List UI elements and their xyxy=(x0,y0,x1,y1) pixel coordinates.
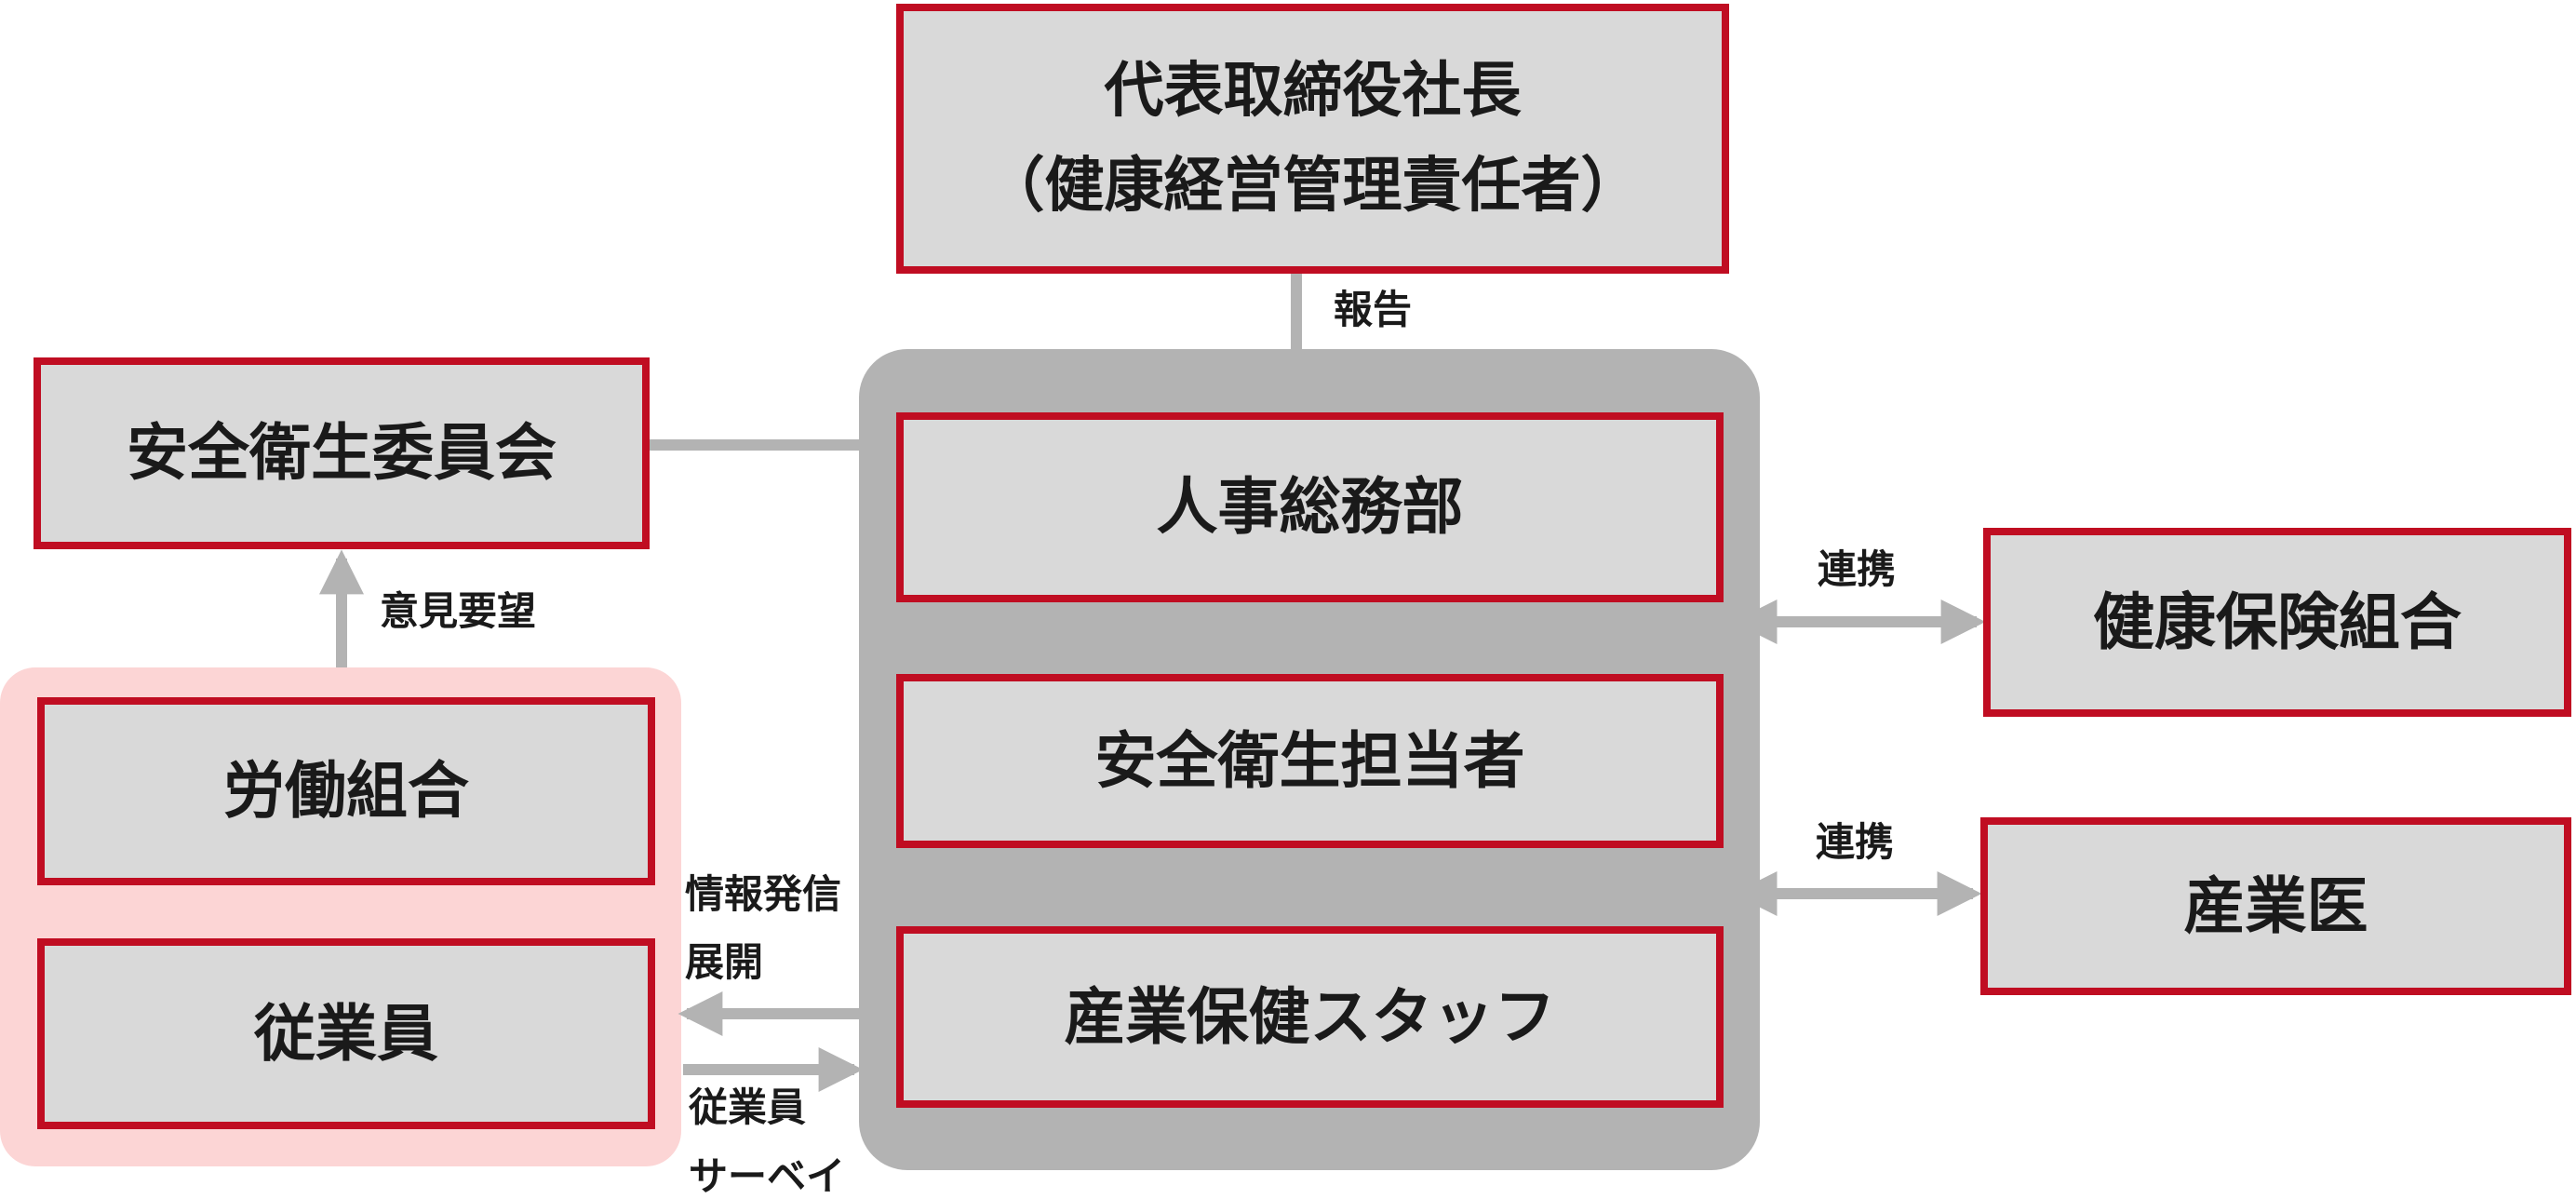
ceo-title: 代表取締役社長 xyxy=(1104,56,1522,126)
safety-officer-box: 安全衛生担当者 xyxy=(896,674,1724,848)
ceo-role: （健康経営管理責任者） xyxy=(985,152,1641,221)
industrial-doctor-label: 産業医 xyxy=(2183,869,2368,942)
safety-officer-label: 安全衛生担当者 xyxy=(1094,724,1525,797)
report-label: 報告 xyxy=(1334,287,1413,332)
employees-label: 従業員 xyxy=(254,997,438,1070)
ceo-box: 代表取締役社長 （健康経営管理責任者） xyxy=(896,4,1729,274)
industrial-doctor-box: 産業医 xyxy=(1980,817,2571,995)
info-dissemination-label: 情報発信 xyxy=(685,871,842,917)
safety-committee-label: 安全衛生委員会 xyxy=(127,417,557,490)
hr-general-affairs-label: 人事総務部 xyxy=(1156,471,1464,544)
health-staff-label: 産業保健スタッフ xyxy=(1064,980,1556,1053)
link-doctor-label: 連携 xyxy=(1816,819,1895,865)
health-insurance-union-box: 健康保険組合 xyxy=(1983,528,2571,717)
opinion-request-label: 意見要望 xyxy=(380,588,537,634)
employees-box: 従業員 xyxy=(37,938,655,1129)
health-staff-box: 産業保健スタッフ xyxy=(896,926,1724,1108)
labor-union-box: 労働組合 xyxy=(37,697,655,885)
health-insurance-union-label: 健康保険組合 xyxy=(2093,586,2462,658)
link-insurance-label: 連携 xyxy=(1818,546,1897,592)
safety-committee-box: 安全衛生委員会 xyxy=(34,357,650,549)
employee-survey-label: 従業員 xyxy=(689,1084,807,1130)
info-dissemination-label-line2: 展開 xyxy=(685,939,764,985)
labor-union-label: 労働組合 xyxy=(223,755,469,828)
hr-general-affairs-box: 人事総務部 xyxy=(896,412,1724,602)
employee-survey-label-line2: サーベイ xyxy=(689,1153,846,1199)
